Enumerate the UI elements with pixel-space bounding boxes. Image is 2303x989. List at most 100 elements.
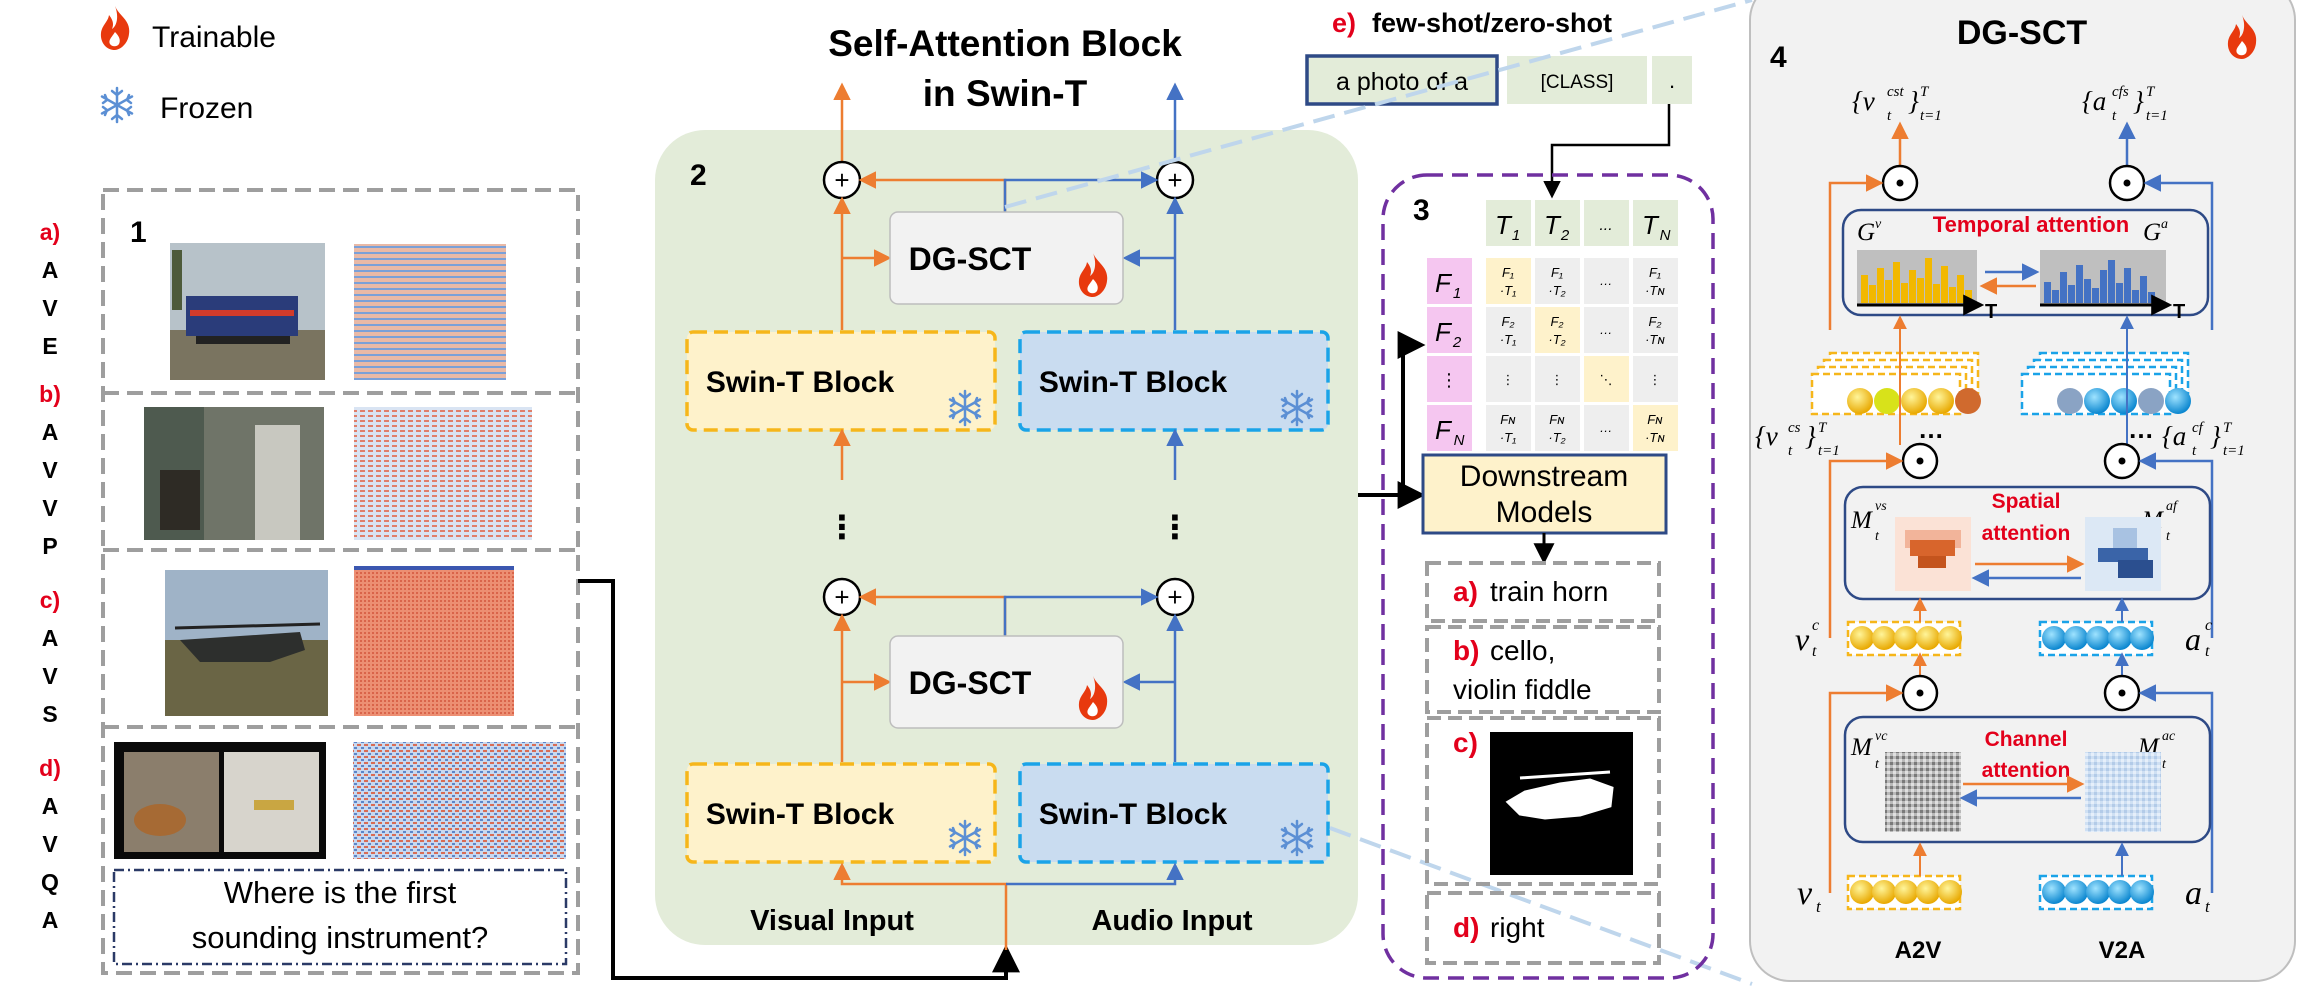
svg-text:vs: vs <box>1875 499 1887 514</box>
svg-text:t=1: t=1 <box>2146 108 2168 124</box>
svg-text:F₂: F₂ <box>1502 314 1515 329</box>
feature-token: F <box>1435 317 1453 347</box>
spectrogram <box>354 407 532 540</box>
svg-text:…: … <box>1600 420 1613 435</box>
text-token: T <box>1642 210 1660 240</box>
feature-token: ⋮ <box>1440 370 1458 390</box>
swin-block-label: Swin-T Block <box>706 798 895 831</box>
svg-text:M: M <box>1850 507 1873 534</box>
svg-text:t: t <box>2112 108 2117 124</box>
prompt-dot: . <box>1669 68 1675 93</box>
task-d-letter: V <box>42 831 58 857</box>
ellipsis: ⋮ <box>1159 509 1191 545</box>
svg-text:t: t <box>1887 108 1892 124</box>
task-d-letter: A <box>42 793 59 819</box>
visual-feature-stack <box>1810 351 1981 416</box>
audio-channel-features <box>2042 626 2154 650</box>
task-d-label: d) <box>39 755 61 781</box>
panel-2-number: 2 <box>690 159 707 192</box>
svg-text:⋱: ⋱ <box>1600 372 1613 387</box>
panel-1-tasks: 1 a) A V E b) A V V P c) A V S d) A V Q … <box>39 188 580 975</box>
spatial-attention-label: Spatial <box>1992 490 2061 513</box>
temporal-attention-box <box>1841 208 2210 317</box>
spectrogram <box>353 742 566 859</box>
feature-token-sub: N <box>1454 432 1465 449</box>
svg-text:+: + <box>834 165 849 195</box>
svg-text:…: … <box>1600 322 1613 337</box>
svg-text:t=1: t=1 <box>1920 108 1942 124</box>
answer-d-label: d) <box>1453 912 1479 943</box>
answer-box <box>1425 891 1661 965</box>
svg-text:ac: ac <box>2162 729 2176 744</box>
svg-text:F₁: F₁ <box>1502 265 1514 280</box>
answer-d-text: right <box>1490 912 1545 943</box>
text-token-sub: N <box>1660 227 1671 244</box>
panel-4-background <box>1749 0 2296 982</box>
task-b-letter: V <box>42 495 58 521</box>
answer-a-label: a) <box>1453 576 1478 607</box>
legend: Trainable Frozen <box>100 6 276 125</box>
audio-feature-stack <box>2020 351 2191 416</box>
svg-text:·Tɴ: ·Tɴ <box>1645 332 1665 347</box>
svg-text:t: t <box>2192 443 2197 459</box>
answer-a-text: train horn <box>1490 576 1608 607</box>
visual-swin-block-bottom <box>685 762 997 864</box>
svg-text:T: T <box>2146 84 2156 100</box>
text-token-sub: 1 <box>1512 227 1520 244</box>
prompt-header: few-shot/zero-shot <box>1372 8 1612 38</box>
task-b-letter: V <box>42 457 58 483</box>
question-line-2: sounding instrument? <box>192 920 488 955</box>
panel-4-number: 4 <box>1770 41 1787 74</box>
text-token-sub: 2 <box>1560 227 1570 244</box>
v2a-label: V2A <box>2099 937 2146 964</box>
snowflake-icon <box>100 86 134 124</box>
svg-text:c: c <box>1812 617 1819 634</box>
svg-text:t: t <box>2162 757 2167 772</box>
svg-text:}: } <box>2133 86 2144 116</box>
prompt-photo-text: a photo of a <box>1336 68 1468 96</box>
task-c-label: c) <box>40 587 60 613</box>
feature-token: F <box>1435 268 1453 298</box>
task-a-label: a) <box>40 219 60 245</box>
answer-box <box>1425 625 1661 714</box>
swin-block-label: Swin-T Block <box>706 366 895 399</box>
svg-text:{a: {a <box>2162 421 2186 451</box>
svg-text:v: v <box>1875 217 1882 232</box>
answer-box <box>1425 716 1661 886</box>
svg-text:F₁: F₁ <box>1551 265 1563 280</box>
task-c-letter: A <box>42 625 59 651</box>
svg-text:t: t <box>2166 529 2171 544</box>
dgsct-block-bottom <box>889 635 1124 729</box>
svg-text:{v: {v <box>1852 86 1875 116</box>
svg-text:·Tɴ: ·Tɴ <box>1645 430 1665 445</box>
legend-frozen: Frozen <box>160 92 253 125</box>
prompt-photo-box <box>1305 54 1499 106</box>
channel-attention-label: attention <box>1982 759 2071 782</box>
task-labels: a) A V E b) A V V P c) A V S d) A V Q A <box>39 219 61 933</box>
svg-text:t: t <box>1788 443 1793 459</box>
svg-text:+: + <box>834 582 849 612</box>
cello-violin-photo <box>144 407 324 540</box>
answer-b-label: b) <box>1453 635 1479 666</box>
svg-text:·T₁: ·T₁ <box>1500 332 1516 347</box>
svg-text:Fɴ: Fɴ <box>1549 412 1565 427</box>
task-a-letter: E <box>42 333 57 359</box>
spatial-map-visual <box>1895 517 1971 591</box>
musicians-photo <box>114 742 326 859</box>
svg-text:·Tɴ: ·Tɴ <box>1645 283 1665 298</box>
answer-b-text: cello, <box>1490 635 1555 666</box>
visual-input-features <box>1850 880 1962 904</box>
svg-text:Fɴ: Fɴ <box>1647 412 1663 427</box>
svg-text:cfs: cfs <box>2112 84 2129 100</box>
fire-icon <box>100 6 130 50</box>
svg-text:⋮: ⋮ <box>1649 372 1662 387</box>
svg-text:vc: vc <box>1875 729 1888 744</box>
svg-text:}: } <box>1805 421 1816 451</box>
svg-text:t: t <box>1875 757 1880 772</box>
swin-block-label: Swin-T Block <box>1039 366 1228 399</box>
svg-text:a: a <box>2161 217 2168 232</box>
svg-text:cf: cf <box>2192 420 2205 436</box>
svg-text:Fɴ: Fɴ <box>1500 412 1516 427</box>
task-b-letter: A <box>42 419 59 445</box>
